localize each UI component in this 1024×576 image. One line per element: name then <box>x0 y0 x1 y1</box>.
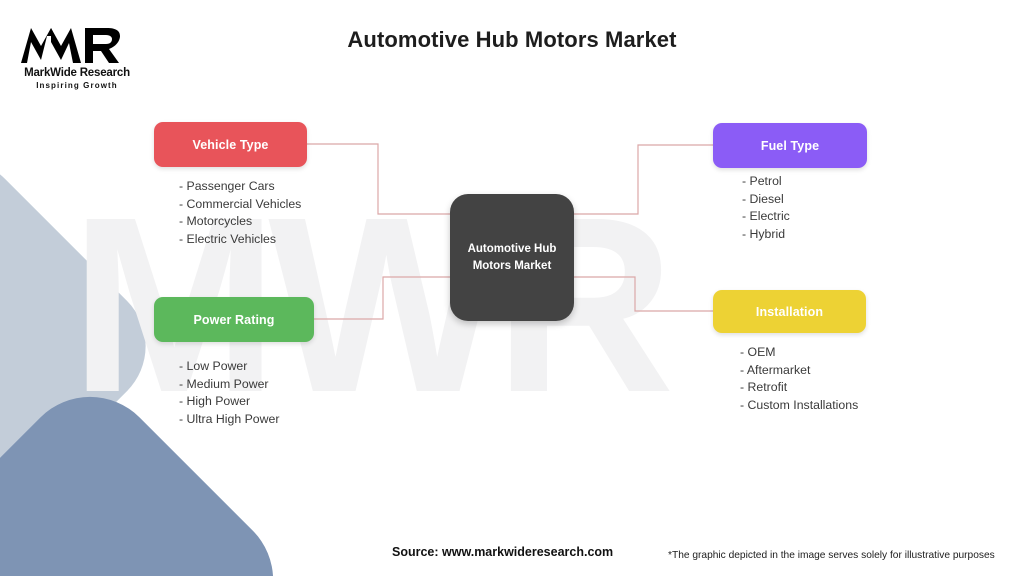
logo-tagline: Inspiring Growth <box>36 81 118 90</box>
list-fuel-type: - Petrol - Diesel - Electric - Hybrid <box>742 173 790 243</box>
logo-company-name: MarkWide Research <box>24 67 130 79</box>
list-installation: - OEM - Aftermarket - Retrofit - Custom … <box>740 344 858 414</box>
list-item: - High Power <box>179 394 251 409</box>
list-vehicle-type: - Passenger Cars - Commercial Vehicles -… <box>179 178 301 248</box>
list-item: - Petrol <box>742 174 782 188</box>
list-item: - Hybrid <box>742 226 786 241</box>
list-item: - Commercial Vehicles <box>179 196 302 211</box>
node-label-vehicle-type: Vehicle Type <box>192 137 269 152</box>
center-label-line1: Automotive Hub <box>467 243 557 256</box>
list-item: - Passenger Cars <box>179 179 275 193</box>
mwr-monogram-icon <box>21 28 120 63</box>
brand-logo: MarkWide Research Inspiring Growth <box>17 22 137 90</box>
page-title: Automotive Hub Motors Market <box>347 27 677 52</box>
list-item: - Aftermarket <box>740 362 811 377</box>
node-installation[interactable]: Installation <box>713 290 866 333</box>
source-attribution: Source: www.markwideresearch.com <box>392 545 614 559</box>
list-item: - Custom Installations <box>740 397 859 412</box>
center-label: Automotive Hub Motors Market <box>460 241 565 274</box>
list-power-rating: - Low Power - Medium Power - High Power … <box>179 358 279 428</box>
list-item: - Electric <box>742 209 790 224</box>
connector-power-rating <box>314 276 451 320</box>
node-label-power-rating: Power Rating <box>193 312 275 327</box>
disclaimer-text: *The graphic depicted in the image serve… <box>668 550 995 561</box>
list-item: - OEM <box>740 345 776 359</box>
connector-installation <box>573 276 713 312</box>
connector-fuel-type <box>573 144 713 215</box>
list-item: - Ultra High Power <box>179 411 280 426</box>
node-label-installation: Installation <box>755 304 824 319</box>
center-label-line2: Motors Market <box>472 259 552 272</box>
list-item: - Retrofit <box>740 380 788 395</box>
list-item: - Motorcycles <box>179 214 253 229</box>
list-item: - Low Power <box>179 359 248 373</box>
connector-vehicle-type <box>307 143 451 215</box>
node-power-rating[interactable]: Power Rating <box>154 297 314 342</box>
list-item: - Diesel <box>742 191 784 206</box>
node-center-market: Automotive Hub Motors Market <box>450 194 574 321</box>
node-vehicle-type[interactable]: Vehicle Type <box>154 122 307 167</box>
node-label-fuel-type: Fuel Type <box>760 138 820 153</box>
list-item: - Medium Power <box>179 376 269 391</box>
list-item: - Electric Vehicles <box>179 231 277 246</box>
node-fuel-type[interactable]: Fuel Type <box>713 123 867 168</box>
